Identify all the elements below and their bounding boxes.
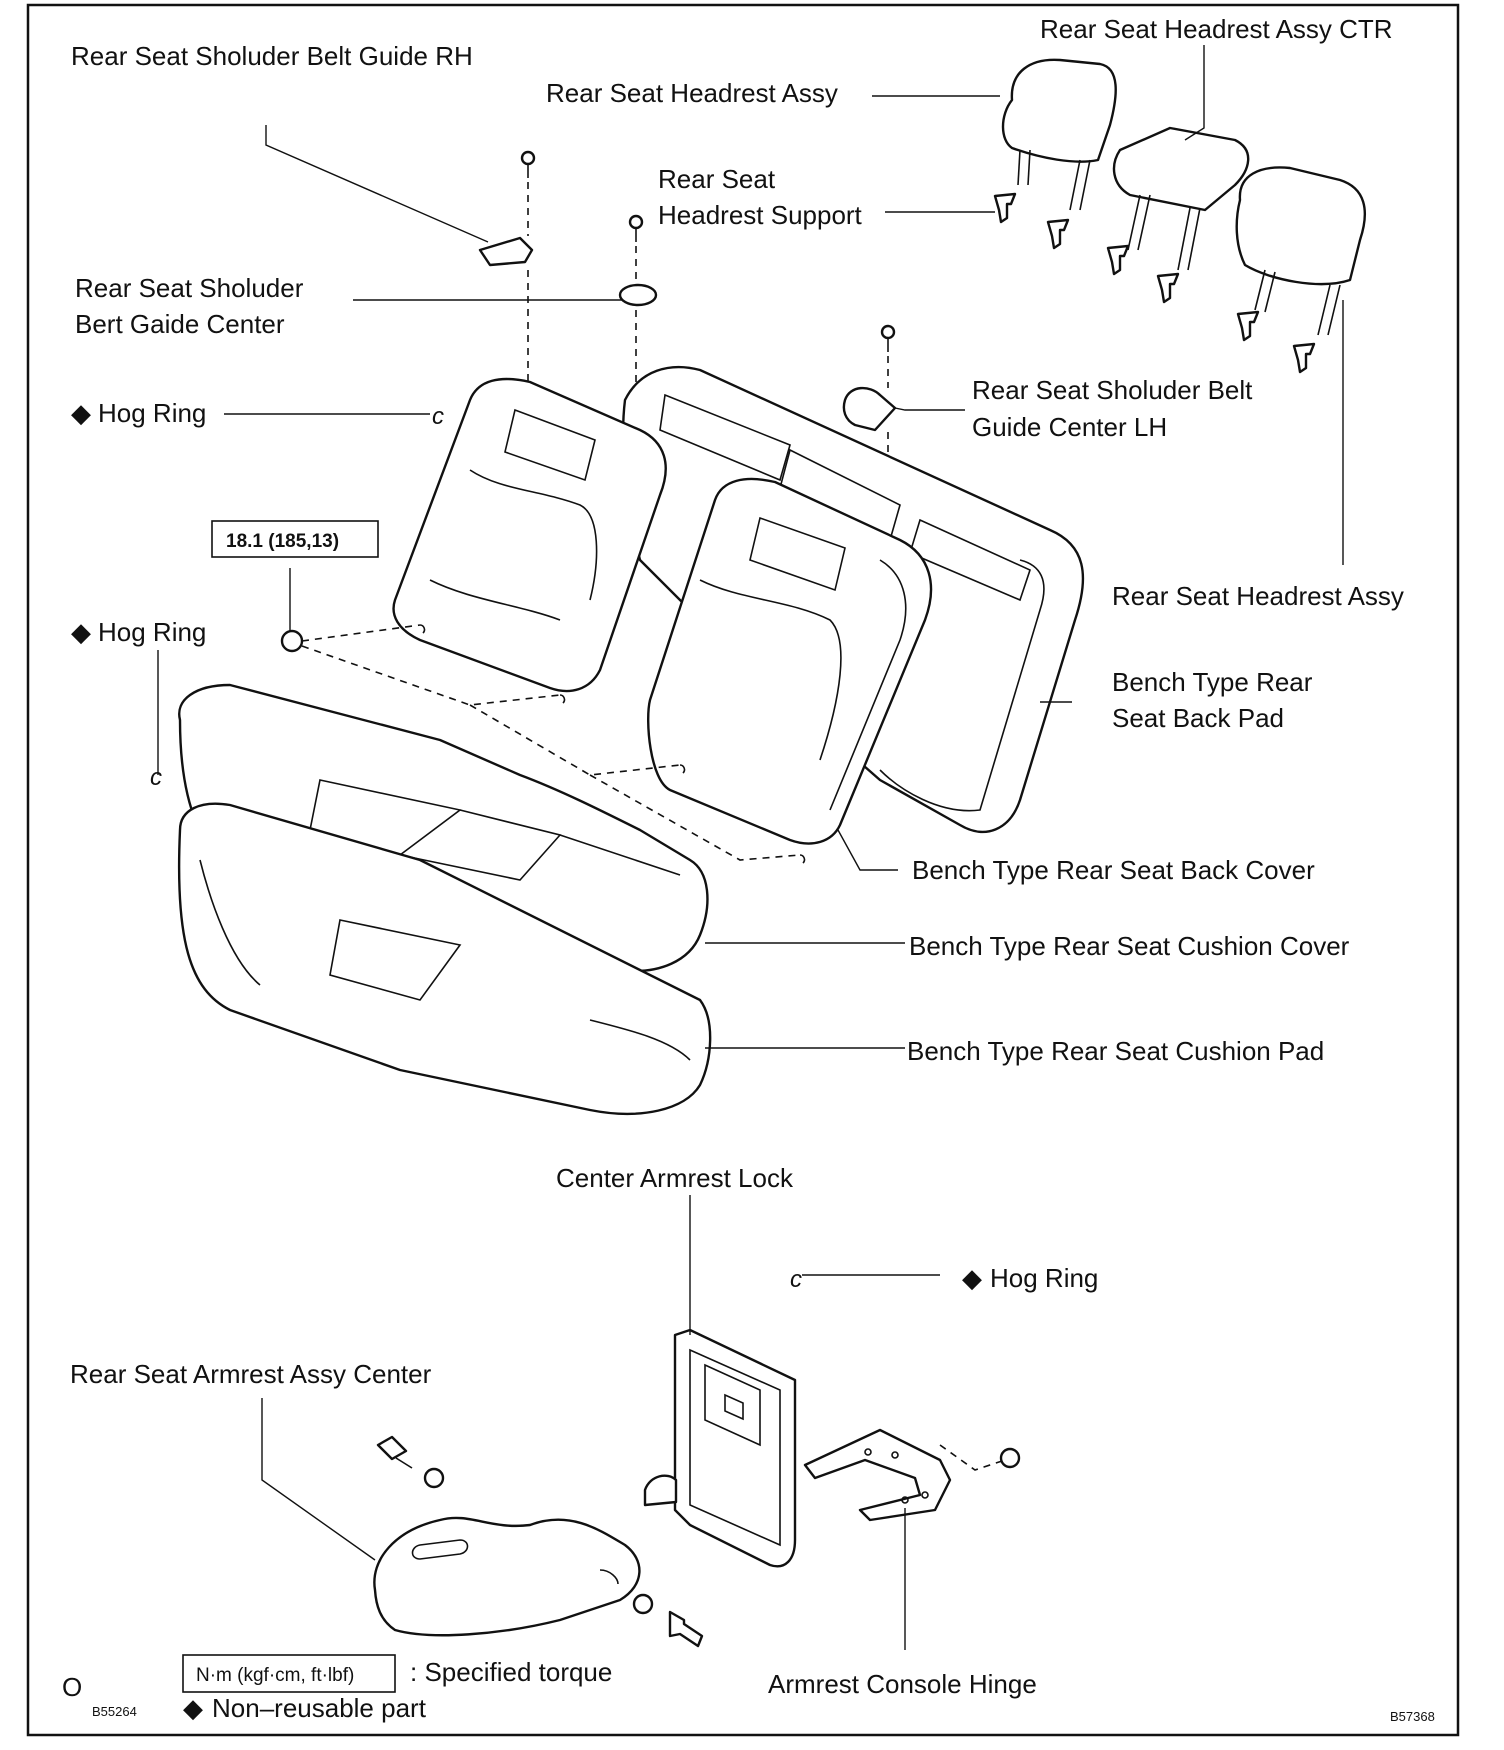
cushion-pad: [177, 802, 712, 1116]
legend-specified-torque: : Specified torque: [410, 1657, 612, 1687]
code-right: B57368: [1390, 1709, 1435, 1724]
hog-ring-clip-2: c: [150, 764, 162, 791]
label-hog-ring-3: Hog Ring: [990, 1263, 1098, 1293]
console-hinge: [803, 1428, 1021, 1522]
label-headrest-support-1: Rear Seat: [658, 164, 776, 194]
label-back-pad-2: Seat Back Pad: [1112, 703, 1284, 733]
label-hog-ring-1: Hog Ring: [98, 398, 206, 428]
label-console-hinge: Armrest Console Hinge: [768, 1669, 1037, 1699]
nonreusable-mark-1: ◆: [71, 398, 91, 428]
label-back-cover: Bench Type Rear Seat Back Cover: [912, 855, 1315, 885]
label-armrest-lock: Center Armrest Lock: [556, 1163, 794, 1193]
label-belt-guide-lh-1: Rear Seat Sholuder Belt: [972, 375, 1253, 405]
label-belt-guide-lh-2: Guide Center LH: [972, 412, 1167, 442]
legend-units-box: [182, 1654, 396, 1693]
label-hog-ring-2: Hog Ring: [98, 617, 206, 647]
label-cushion-cover: Bench Type Rear Seat Cushion Cover: [909, 931, 1350, 961]
code-left: B55264: [92, 1704, 137, 1719]
belt-guide-center: [618, 214, 658, 307]
label-belt-guide-center-2: Bert Gaide Center: [75, 309, 285, 339]
legend-nonreusable: Non–reusable part: [212, 1693, 427, 1723]
nonreusable-mark-3: ◆: [962, 1263, 982, 1293]
code-left-mark: O: [62, 1672, 82, 1702]
leader-lines: [157, 45, 1344, 1650]
armrest-fasteners: [376, 1435, 704, 1648]
label-headrest-support-2: Headrest Support: [658, 200, 863, 230]
headrest-center: [1112, 126, 1250, 271]
diagram-frame: [26, 3, 1460, 1737]
armrest-lock: [643, 1328, 797, 1568]
label-back-pad-1: Bench Type Rear: [1112, 667, 1313, 697]
label-belt-guide-center-1: Rear Seat Sholuder: [75, 273, 304, 303]
belt-guide-lh: [842, 324, 897, 432]
label-armrest-assy: Rear Seat Armrest Assy Center: [70, 1359, 432, 1389]
fastener-dash-lines: [280, 624, 806, 864]
hog-ring-clip-3: c: [790, 1266, 802, 1293]
label-headrest-assy-top: Rear Seat Headrest Assy: [546, 78, 838, 108]
label-shoulder-belt-guide-rh: Rear Seat Sholuder Belt Guide RH: [71, 41, 473, 71]
headrest-left: [1001, 58, 1117, 211]
label-cushion-pad: Bench Type Rear Seat Cushion Pad: [907, 1036, 1324, 1066]
label-headrest-assy-right: Rear Seat Headrest Assy: [1112, 581, 1404, 611]
armrest-assy-center: [373, 1516, 641, 1637]
nonreusable-mark-legend: ◆: [183, 1693, 203, 1723]
nonreusable-mark-2: ◆: [71, 617, 91, 647]
seat-back-cover-right: [647, 477, 933, 845]
belt-guide-rh: [478, 150, 536, 267]
torque-spec: 18.1 (185,13): [226, 531, 339, 552]
hog-ring-clip-1: c: [432, 403, 444, 430]
seat-back-cover-left: [392, 377, 667, 693]
headrest-supports: [993, 192, 1316, 374]
legend-units: N·m (kgf·cm, ft·lbf): [196, 1665, 354, 1686]
label-headrest-assy-ctr: Rear Seat Headrest Assy CTR: [1040, 14, 1393, 44]
headrest-right: [1235, 166, 1367, 336]
torque-box: [211, 520, 379, 558]
